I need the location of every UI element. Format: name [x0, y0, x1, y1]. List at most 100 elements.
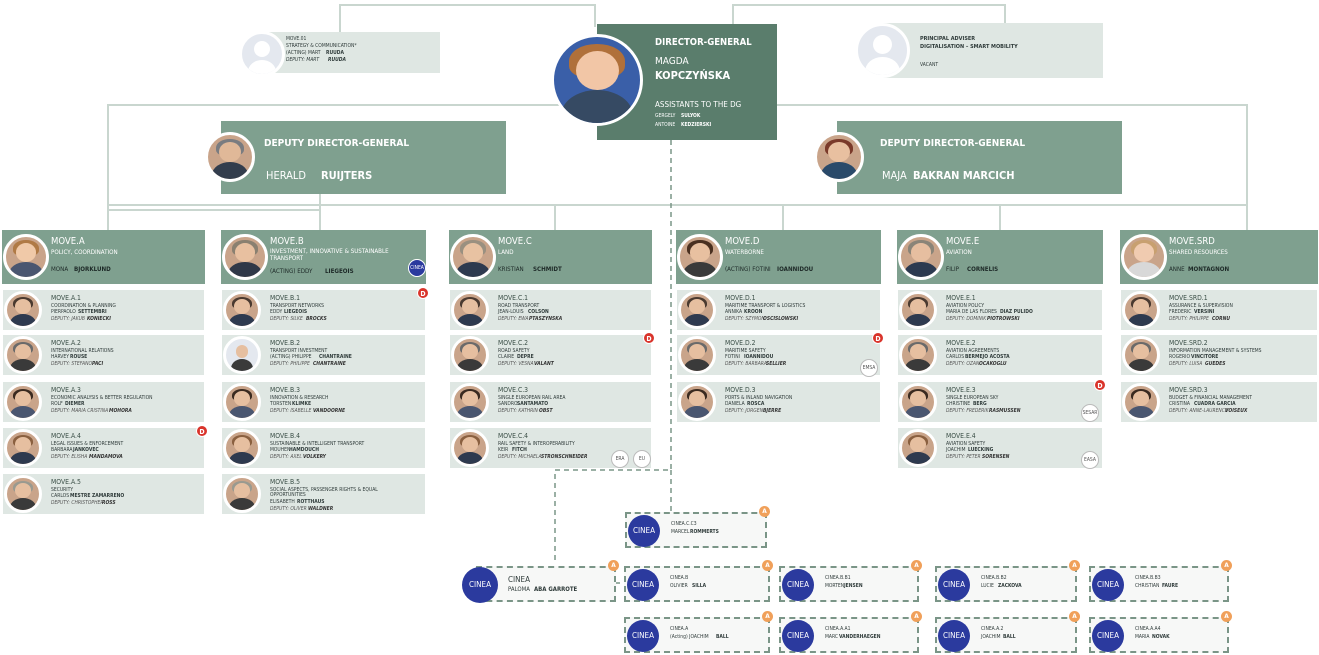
unit-name: AVIATION SAFETY [946, 441, 986, 447]
unit-name: SINGLE EUROPEAN SKY [946, 395, 999, 401]
unit-code: MOVE.C.1 [498, 294, 529, 302]
cinea-head-last: ROMMERTS [690, 529, 719, 535]
unit-head-photo [678, 291, 716, 329]
unit-head-first: CHRISTINE [946, 401, 971, 407]
director-photo [3, 234, 49, 280]
cinea-code: CINEA.A.A1 [825, 626, 851, 632]
ddg2-first-name: MAJA [882, 169, 907, 182]
unit-code: MOVE.SRD.1 [1169, 294, 1208, 302]
move01-head-name: RUUDA [326, 50, 344, 56]
unit-name: MARITIME TRANSPORT & LOGISTICS [725, 303, 806, 309]
unit-deputy-label: DEPUTY: OZAN [946, 361, 980, 367]
a-badge: A [762, 611, 773, 622]
unit-head-first: JOACHIM [946, 447, 966, 453]
cinea-logo: CINEA [462, 567, 498, 603]
unit-head-last: LIEGEOIS [284, 309, 308, 315]
unit-deputy-label: DEPUTY: CHRISTOPHER [51, 500, 104, 506]
unit-name: AVIATION AGREEMENTS [946, 348, 1000, 354]
unit-deputy-name: VOISEUX [1225, 408, 1248, 414]
unit-head-last: DEPRE [517, 354, 534, 360]
unit-head-photo [1122, 336, 1160, 374]
cinea-logo: CINEA [938, 620, 970, 652]
d-badge: D [872, 332, 884, 344]
cinea-code: CINEA.B [670, 575, 689, 581]
unit-head-photo [4, 429, 42, 467]
unit-deputy-label: DEPUTY: EWA [498, 316, 529, 322]
unit-head-photo [4, 336, 42, 374]
unit-deputy-label: DEPUTY: SILKE [270, 316, 303, 322]
cinea-head-first: MORTEN [825, 583, 845, 589]
agency-logo-b: CINEA [408, 259, 426, 277]
unit-head-last: FITCH [512, 447, 527, 453]
move01-deputy: DEPUTY: MART [286, 57, 320, 63]
cinea-head-last: BALL [716, 634, 729, 640]
unit-name: ROAD TRANSPORT [498, 303, 540, 309]
agency-logo-e2: EASA [1081, 451, 1099, 469]
director-prefix: (ACTING) EDDY [270, 268, 313, 275]
dg-last-name: KOPCZYŃSKA [655, 69, 731, 82]
unit-head-last: CHANTRAINE [319, 354, 352, 360]
a-badge: A [911, 560, 922, 571]
unit-name: ASSURANCE & SUPERVISION [1169, 303, 1233, 309]
unit-name: SUSTAINABLE & INTELLIGENT TRANSPORT [270, 441, 365, 447]
unit-name: RAIL SAFETY & INTEROPERABILITY [498, 441, 575, 447]
unit-deputy-name: SORENSEN [982, 454, 1010, 460]
director-name: LIEGEOIS [325, 268, 354, 275]
unit-deputy-name: VALANT [534, 361, 554, 367]
unit-head-first: JEAN-LOUIS [498, 309, 524, 315]
a-badge: A [911, 611, 922, 622]
directorate-name: AVIATION [946, 249, 972, 256]
unit-head-last: CUADRA GARCIA [1194, 401, 1236, 407]
unit-head-last: VERSINI [1194, 309, 1215, 315]
d-badge: D [417, 287, 429, 299]
unit-deputy-name: BROCKS [306, 316, 327, 322]
unit-head-first: ROGERIO [1169, 354, 1190, 360]
agency-logo-c1: ERA [611, 450, 629, 468]
unit-name: INFORMATION MANAGEMENT & SYSTEMS [1169, 348, 1262, 354]
unit-head-last: SANTAMATO [517, 401, 549, 407]
unit-deputy-label: DEPUTY: ELISHA [51, 454, 88, 460]
pa-photo [855, 23, 910, 78]
ddg1-first-name: HERALD [266, 169, 307, 182]
unit-head-last: ROTTHAUS [297, 499, 325, 505]
director-prefix: (ACTING) FOTINI [725, 266, 771, 273]
unit-deputy-label: DEPUTY: PHILIPPE [270, 361, 310, 367]
unit-head-photo [4, 383, 42, 421]
unit-head-photo [223, 336, 261, 374]
d-badge: D [643, 332, 655, 344]
unit-deputy-name: BJERRE [763, 408, 782, 414]
unit-head-first: FREDERIC [1169, 309, 1192, 315]
ddg1-title: DEPUTY DIRECTOR-GENERAL [264, 138, 410, 149]
cinea-head-last: ZACKOVA [998, 583, 1022, 589]
cinea-head-first: MARC [825, 634, 838, 640]
ddg1-photo [205, 132, 255, 182]
cinea-code: CINEA.B.B1 [825, 575, 851, 581]
director-prefix: MONA [51, 266, 69, 273]
cinea-head-first: CHRISTIAN [1135, 583, 1160, 589]
unit-name: COORDINATION & PLANNING [51, 303, 116, 309]
unit-head-first: ANNIKA [725, 309, 743, 315]
unit-code: MOVE.SRD.3 [1169, 386, 1208, 394]
cinea-head-last: ABA GARROTE [534, 586, 578, 593]
unit-code: MOVE.D.2 [725, 339, 756, 347]
director-prefix: ANNE [1169, 266, 1185, 273]
unit-deputy-name: ROSS [102, 500, 116, 506]
cinea-code: CINEA.C.C3 [671, 521, 697, 527]
unit-code: MOVE.E.4 [946, 432, 976, 440]
d-badge: D [1094, 379, 1106, 391]
